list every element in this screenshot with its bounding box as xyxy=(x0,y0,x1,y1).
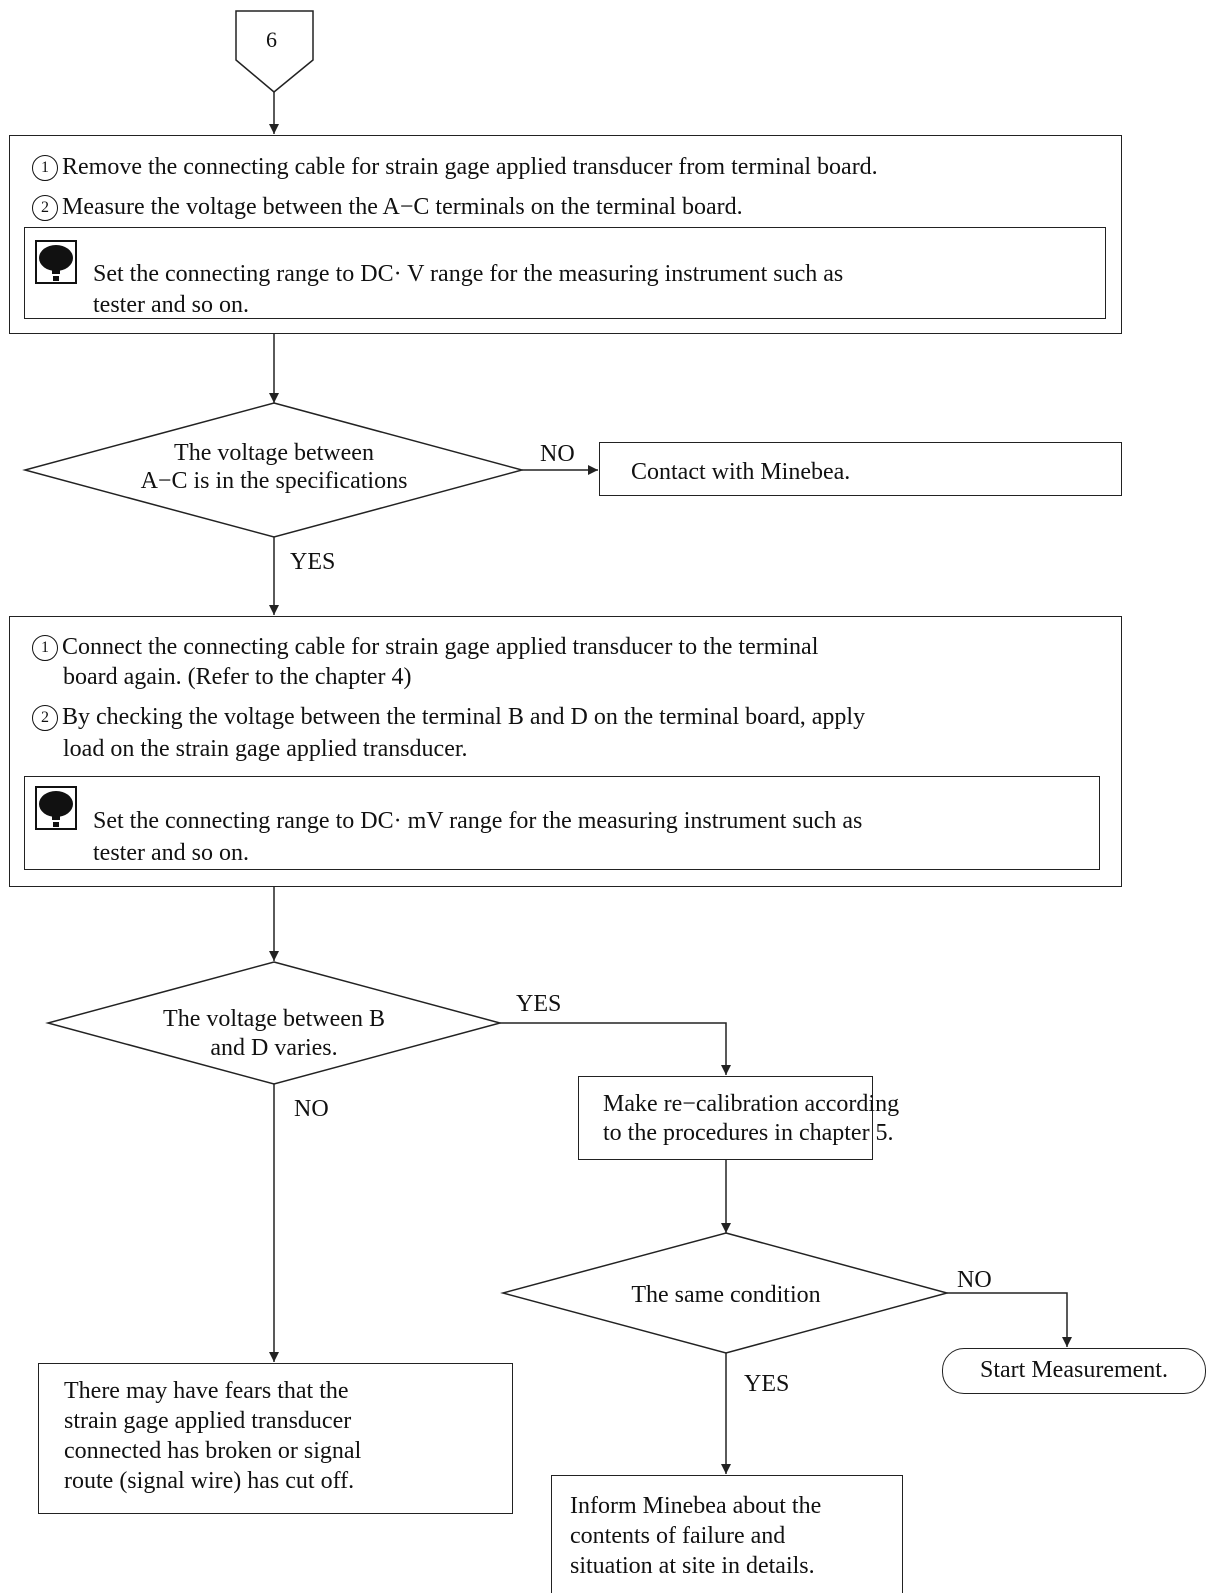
step1-note-line2: tester and so on. xyxy=(93,292,249,318)
step1-item-1-text: Remove the connecting cable for strain g… xyxy=(62,154,878,180)
connector-shape xyxy=(235,10,314,93)
step1-item-2-number: 2 xyxy=(32,195,58,221)
recalibration-line1: Make re−calibration according xyxy=(603,1091,900,1117)
note-icon xyxy=(35,240,77,284)
step2-note-line2: tester and so on. xyxy=(93,840,249,866)
step2-note-line1: Set the connecting range to DC· mV range… xyxy=(93,808,863,834)
step2-item-2-number: 2 xyxy=(32,705,58,731)
step1-item-1-number: 1 xyxy=(32,155,58,181)
contact-box-text: Contact with Minebea. xyxy=(631,459,851,485)
inform-box xyxy=(551,1475,903,1593)
decision3-no-label: NO xyxy=(957,1267,992,1293)
fear-line3: connected has broken or signal xyxy=(64,1438,362,1464)
decision1-yes-label: YES xyxy=(290,549,336,575)
decision1-no-label: NO xyxy=(540,441,575,467)
inform-line3: situation at site in details. xyxy=(570,1553,815,1579)
contact-box xyxy=(599,442,1122,496)
decision2-line2: and D varies. xyxy=(210,1035,338,1061)
step1-item-2-text: Measure the voltage between the A−C term… xyxy=(62,194,743,220)
decision1-line2: A−C is in the specifications xyxy=(140,468,408,494)
fear-line1: There may have fears that the xyxy=(64,1378,349,1404)
fear-box xyxy=(38,1363,513,1514)
inform-line2: contents of failure and xyxy=(570,1523,786,1549)
decision2-yes-label: YES xyxy=(516,991,562,1017)
decision1-line1: The voltage between xyxy=(174,440,374,466)
decision2-no-label: NO xyxy=(294,1096,329,1122)
note-icon xyxy=(35,786,77,830)
start-measurement-terminal: Start Measurement. xyxy=(942,1348,1206,1394)
decision2-line1: The voltage between B xyxy=(163,1006,385,1032)
recalibration-line2: to the procedures in chapter 5. xyxy=(603,1120,894,1146)
fear-line4: route (signal wire) has cut off. xyxy=(64,1468,355,1494)
step2-note-box xyxy=(24,776,1100,870)
step2-item-1-text: Connect the connecting cable for strain … xyxy=(62,634,819,660)
step1-note-line1: Set the connecting range to DC· V range … xyxy=(93,261,844,287)
fear-line2: strain gage applied transducer xyxy=(64,1408,352,1434)
step1-note-box xyxy=(24,227,1106,319)
step2-item-2-text: By checking the voltage between the term… xyxy=(62,704,866,730)
connector-label: 6 xyxy=(266,27,277,52)
recalibration-box xyxy=(578,1076,873,1160)
step2-item-2-line2: load on the strain gage applied transduc… xyxy=(63,736,468,762)
step2-item-1-line2: board again. (Refer to the chapter 4) xyxy=(63,664,412,690)
step2-item-1-number: 1 xyxy=(32,635,58,661)
decision3-yes-label: YES xyxy=(744,1371,790,1397)
decision3-text: The same condition xyxy=(631,1282,821,1308)
inform-line1: Inform Minebea about the xyxy=(570,1493,822,1519)
